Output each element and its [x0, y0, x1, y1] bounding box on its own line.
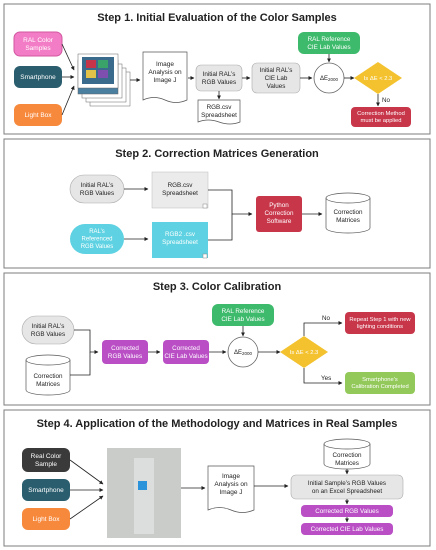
arrow-rgb2-to-python	[208, 214, 233, 241]
imagej-doc-4	[207, 465, 255, 513]
correction-matrices-cylinder-4	[323, 438, 371, 470]
initial-rgb-node-1	[195, 64, 243, 92]
captured-images-stack	[77, 53, 131, 107]
corrected-rgb-label-4: Corrected RGB Values	[315, 508, 379, 515]
correction-matrices-cylinder-2	[325, 192, 371, 234]
step4-title: Step 4. Application of the Methodology a…	[37, 418, 398, 430]
corrected-lab-node-4	[301, 523, 393, 535]
no-label-3: No	[322, 315, 331, 322]
arrow-rgb3-to-corrected	[74, 329, 99, 354]
corrected-rgb-node-3	[102, 340, 148, 364]
decision-node-1	[354, 62, 402, 94]
imagej-doc-1	[142, 51, 188, 103]
correction-method-node	[351, 107, 411, 127]
real-color-sample-node	[22, 448, 70, 472]
arrow-csv-to-python	[208, 189, 253, 216]
step2-title: Step 2. Correction Matrices Generation	[115, 148, 319, 160]
light-box-label-1: Light Box	[24, 112, 52, 119]
step3-title: Step 3. Color Calibration	[153, 281, 282, 293]
rgb2-csv-node	[152, 222, 208, 258]
rgb2-csv-corner	[202, 253, 208, 259]
rgb-csv-doc-1	[197, 99, 241, 125]
smartphone-label-1: Smartphone	[20, 74, 56, 81]
arrow-decision-no	[303, 321, 343, 336]
calibration-completed-node	[345, 372, 415, 394]
arrow-lightbox4-to-image	[69, 495, 104, 520]
ral-color-samples-node	[13, 31, 63, 57]
python-node	[256, 196, 302, 232]
light-box-node-1	[14, 104, 62, 126]
light-box-node-4	[22, 508, 70, 530]
arrow-decision-yes	[303, 368, 343, 385]
no-label-1: No	[382, 97, 391, 104]
repeat-step1-node	[345, 312, 415, 334]
decision-node-3	[280, 336, 328, 368]
corrected-lab-node-3	[163, 340, 209, 364]
arrow-real-to-image	[69, 459, 104, 485]
smartphone-label-4: Smartphone	[28, 487, 64, 494]
light-box-label-4: Light Box	[32, 516, 60, 523]
arrow-lightbox-to-images	[61, 85, 75, 116]
photo-light-strip	[134, 458, 154, 534]
initial-rgb-node-3	[21, 315, 75, 345]
arrow-ral-to-images	[61, 43, 75, 71]
ref-rgb-node	[70, 224, 124, 254]
rgb-csv-corner-2	[202, 203, 208, 209]
initial-rgb-node-2	[69, 174, 125, 204]
arrow-matrices3-to-corrected	[70, 352, 91, 376]
smartphone-node-1	[14, 66, 62, 88]
decision-label-1: Is ΔE < 2.3	[364, 76, 393, 82]
initial-sample-rgb-node	[290, 474, 404, 500]
delta-e-label-3: ΔE2000	[234, 350, 253, 356]
photo-blue-sample	[138, 481, 147, 490]
ral-reference-node-1	[298, 32, 360, 54]
corrected-lab-label-4: Corrected CIE Lab Values	[311, 526, 384, 533]
rgb-csv-node-2	[151, 171, 209, 209]
corrected-rgb-node-4	[301, 505, 393, 517]
decision-label-3: Is ΔE < 2.3	[290, 350, 319, 356]
ral-reference-node-3	[212, 304, 274, 326]
smartphone-node-4	[22, 479, 70, 501]
correction-matrices-cylinder-3	[25, 354, 71, 396]
step1-title: Step 1. Initial Evaluation of the Color …	[97, 12, 337, 24]
yes-label-3: Yes	[321, 375, 331, 382]
delta-e-label-1: ΔE2000	[320, 76, 339, 82]
